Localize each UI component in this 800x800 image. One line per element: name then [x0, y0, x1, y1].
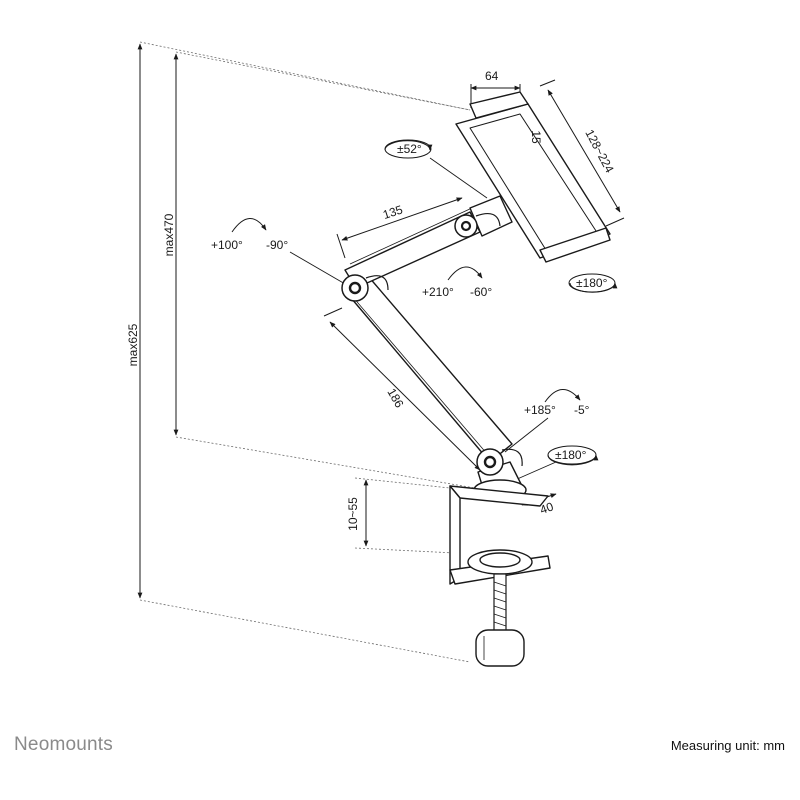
lower-arm: [345, 275, 513, 463]
label-total-height: max625: [126, 323, 140, 366]
extension-lines: [139, 41, 546, 663]
label-clamp-range: 10~55: [346, 497, 360, 531]
label-base-down: -5°: [574, 403, 590, 417]
holder-top-clip: [469, 91, 529, 119]
joints: [341, 213, 523, 476]
label-holder-swivel: ±180°: [576, 276, 608, 290]
head-connector: [469, 195, 513, 237]
label-tilt-top: ±52°: [397, 142, 422, 156]
elbow-joint-upper: [454, 213, 501, 238]
label-lower-arm: 186: [384, 386, 406, 411]
measuring-unit-label: Measuring unit: mm: [670, 738, 785, 753]
label-reach-height: max470: [162, 213, 176, 256]
label-upper-arm: 135: [381, 202, 405, 222]
base-joint: [476, 448, 523, 476]
elbow-joint-lower: [341, 274, 389, 302]
leader-lines: [289, 157, 557, 481]
label-base-up: +185°: [524, 403, 556, 417]
label-elbow-up: +100°: [211, 238, 243, 252]
clamp-knob: [475, 629, 525, 667]
label-base-swivel: ±180°: [555, 448, 587, 462]
label-elbow-down: -90°: [266, 238, 288, 252]
label-holder-range: 128~224: [582, 127, 617, 175]
label-mid-up: +210°: [422, 285, 454, 299]
brand-logo: Neomounts: [14, 734, 113, 755]
holder-bottom-clip: [539, 227, 611, 263]
label-clamp-depth: 40: [538, 499, 556, 517]
label-holder-width: 64: [485, 69, 499, 83]
mount-structure: [344, 91, 611, 667]
rotation-arcs: [231, 139, 618, 466]
label-holder-offset: 15: [529, 130, 543, 144]
label-mid-down: -60°: [470, 285, 492, 299]
